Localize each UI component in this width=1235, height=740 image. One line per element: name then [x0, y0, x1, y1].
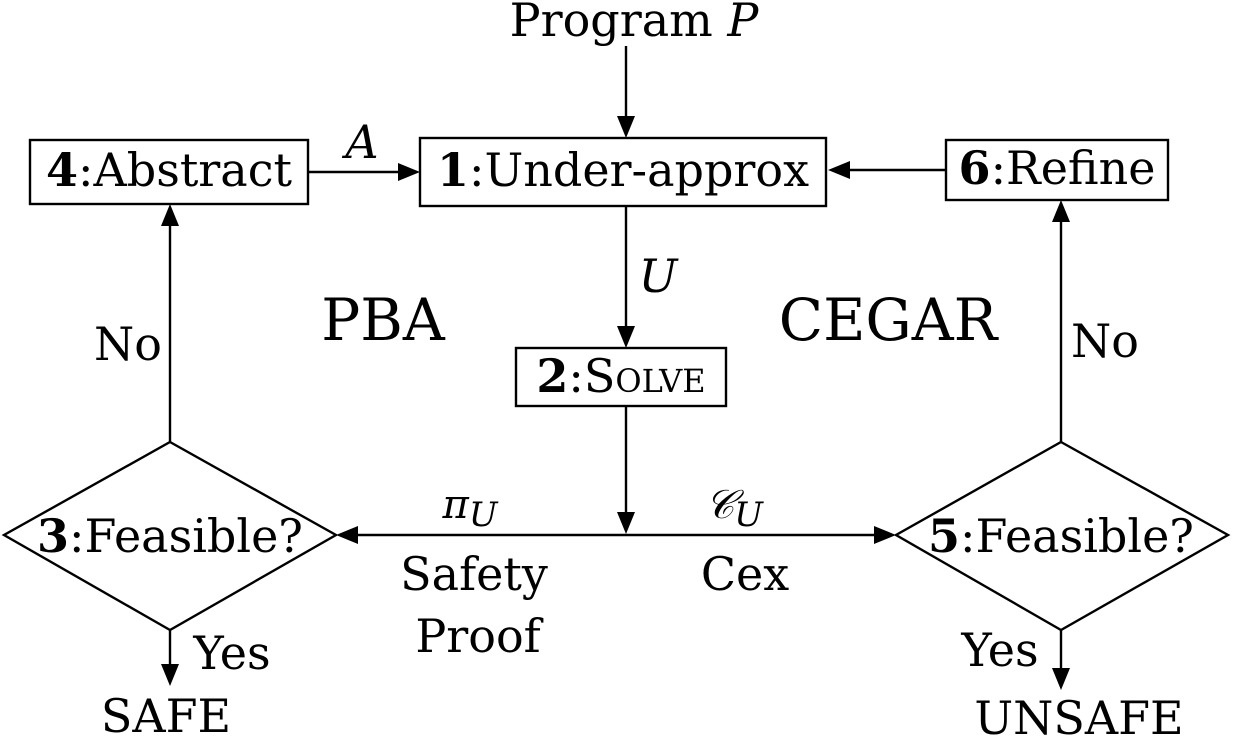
edge-label-pba-yes: Yes — [192, 626, 270, 680]
svg-text:5:Feasible?: 5:Feasible? — [928, 509, 1194, 563]
arrowhead-feasible-cegar-to-refine — [1052, 200, 1070, 222]
edge-label-cex: Cex — [701, 547, 789, 601]
node-feasible-cegar: 5:Feasible? — [893, 440, 1231, 632]
node-solve: 2:Solve — [514, 346, 728, 408]
arrowhead-under-approx-to-solve — [617, 326, 635, 348]
edge-label-cegar-no: No — [1071, 314, 1139, 368]
edge-label-safety: Safety — [400, 547, 548, 601]
edge-label-u: U — [639, 249, 680, 303]
svg-text:1:Under-approx: 1:Under-approx — [437, 143, 809, 197]
arrowhead-feasible-cegar-to-unsafe — [1052, 668, 1070, 690]
svg-text:4:Abstract: 4:Abstract — [46, 143, 292, 197]
edge-label-cegar-yes: Yes — [960, 623, 1038, 677]
program-input-label: Program P — [510, 0, 760, 47]
node-under-approx: 1:Under-approx — [418, 136, 828, 208]
svg-text:6:Refine: 6:Refine — [959, 141, 1156, 195]
svg-text:3:Feasible?: 3:Feasible? — [37, 509, 303, 563]
edge-label-cex-symbol: 𝒞U — [705, 482, 764, 535]
edge-label-a: A — [341, 115, 378, 169]
arrowhead-junction-to-feasible-pba — [336, 526, 358, 544]
node-abstract: 4:Abstract — [28, 138, 310, 206]
node-refine: 6:Refine — [944, 138, 1170, 202]
arrowhead-solve-to-junction — [617, 512, 635, 534]
region-label-cegar: CEGAR — [779, 286, 1000, 354]
arrowhead-program-to-under-approx — [617, 116, 635, 138]
region-label-pba: PBA — [321, 286, 446, 354]
outcome-unsafe: UNSAFE — [974, 691, 1183, 740]
arrowhead-feasible-pba-to-abstract — [161, 204, 179, 226]
arrowhead-junction-to-feasible-cegar — [874, 526, 896, 544]
svg-text:2:Solve: 2:Solve — [536, 349, 705, 403]
arrowhead-abstract-to-under-approx — [398, 163, 420, 181]
arrowhead-feasible-pba-to-safe — [161, 664, 179, 686]
edge-label-proof: Proof — [415, 609, 543, 663]
edge-label-proof-symbol: πU — [442, 482, 499, 535]
node-feasible-pba: 3:Feasible? — [1, 440, 339, 632]
edge-label-pba-no: No — [94, 317, 162, 371]
arrowhead-refine-to-under-approx — [828, 161, 850, 179]
outcome-safe: SAFE — [101, 689, 231, 740]
